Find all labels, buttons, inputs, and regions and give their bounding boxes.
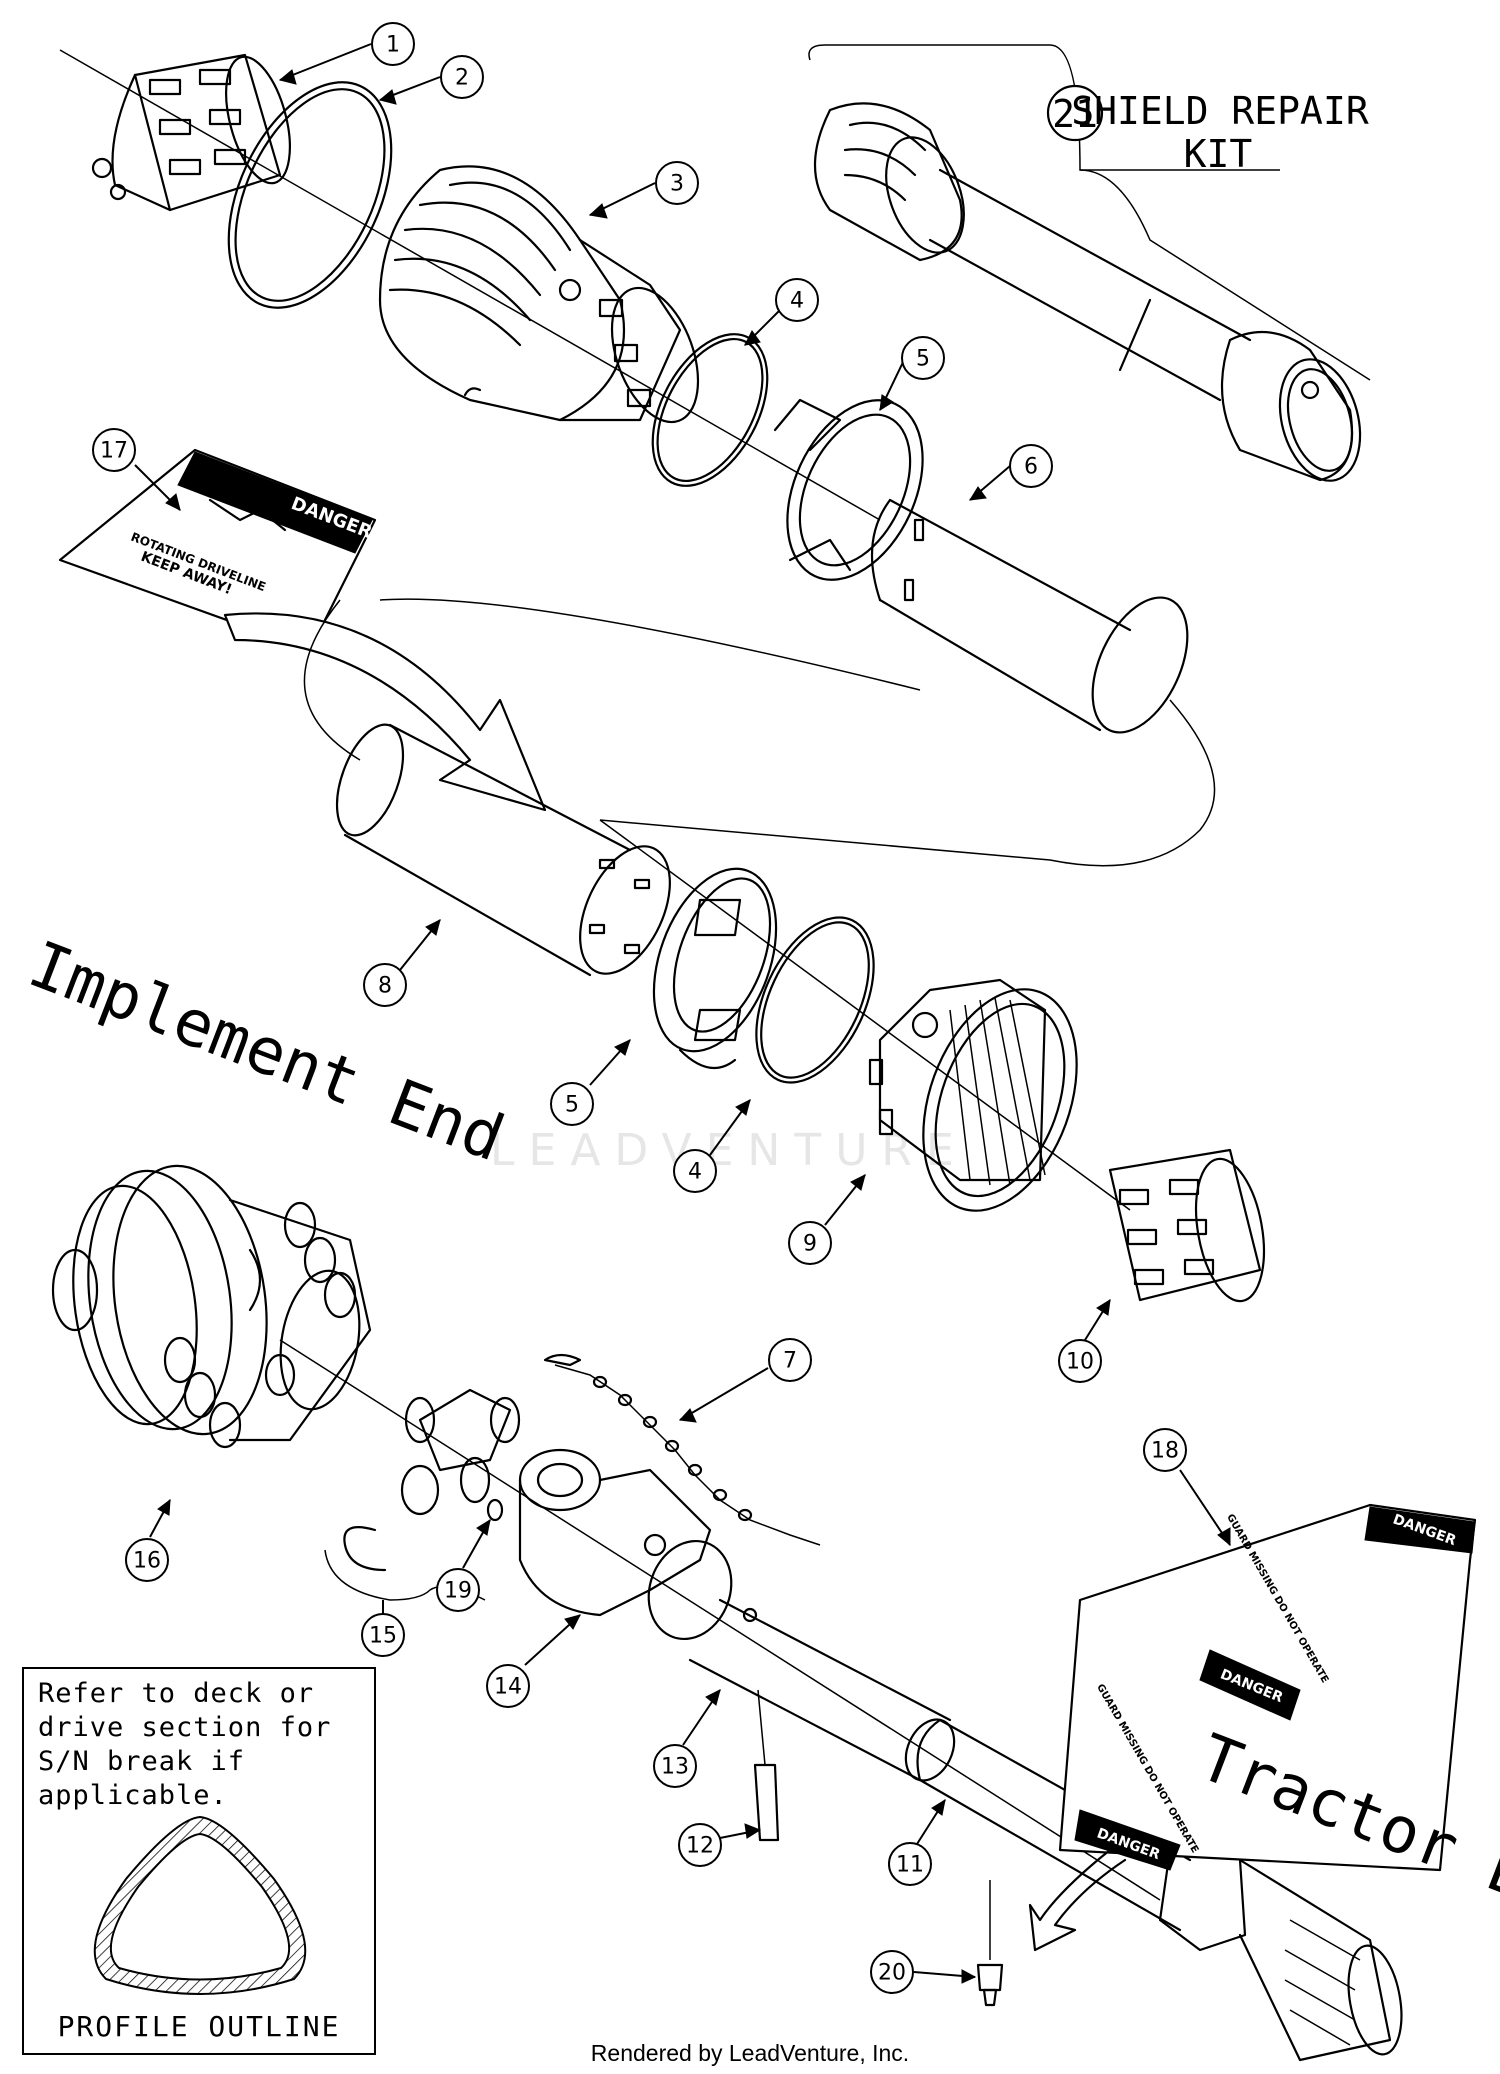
profile-outline-drawing xyxy=(93,1815,307,1995)
shield-kit-line2: KIT xyxy=(1184,132,1253,176)
watermark: LEADVENTURE xyxy=(490,1125,968,1176)
callout-18: 18 xyxy=(1143,1428,1187,1472)
shield-kit-number: 21 xyxy=(1052,92,1098,136)
svg-text:19: 19 xyxy=(444,1579,472,1604)
part-5-bearing-top xyxy=(773,398,924,581)
svg-text:4: 4 xyxy=(688,1160,702,1185)
svg-text:13: 13 xyxy=(661,1755,689,1780)
part-4-ring-top xyxy=(651,333,769,487)
svg-text:2: 2 xyxy=(455,66,469,91)
callout-2: 2 xyxy=(440,55,484,99)
svg-text:5: 5 xyxy=(565,1093,579,1118)
svg-text:12: 12 xyxy=(686,1834,714,1859)
callout-16: 16 xyxy=(125,1538,169,1582)
part-5-bearing-middle xyxy=(652,867,778,1070)
note-text: Refer to deck or drive section for S/N b… xyxy=(38,1678,332,1811)
callout-13: 13 xyxy=(653,1744,697,1788)
callouts: 1 2 3 4 5 6 17 8 5 4 xyxy=(92,22,1231,1994)
svg-text:18: 18 xyxy=(1151,1439,1179,1464)
svg-text:9: 9 xyxy=(803,1232,817,1257)
svg-text:3: 3 xyxy=(670,172,684,197)
part-7-safety-chain xyxy=(543,1353,821,1546)
callout-3: 3 xyxy=(655,161,699,205)
svg-text:6: 6 xyxy=(1024,455,1038,480)
part-3-shield-cone xyxy=(378,165,700,424)
part-21-shield-repair-kit xyxy=(808,44,1371,482)
callout-19: 19 xyxy=(436,1568,480,1612)
callout-11: 11 xyxy=(888,1842,932,1886)
callout-5-middle: 5 xyxy=(550,1082,594,1126)
part-2-ring xyxy=(227,81,393,309)
part-14-inner-yoke xyxy=(518,1448,733,1641)
part-1-bearing-cage xyxy=(91,53,291,212)
part-20-grease-fitting xyxy=(976,1963,1004,2007)
axis-lines xyxy=(59,49,1161,1901)
callout-20: 20 xyxy=(870,1950,914,1994)
part-17-danger-decal: DANGER ROTATING DRIVELINE KEEP AWAY! xyxy=(58,448,377,652)
part-9-shield-cone xyxy=(868,978,1078,1212)
svg-text:7: 7 xyxy=(783,1349,797,1374)
svg-text:4: 4 xyxy=(790,289,804,314)
svg-text:1: 1 xyxy=(386,33,400,58)
svg-text:11: 11 xyxy=(896,1853,924,1878)
callout-6: 6 xyxy=(1009,444,1053,488)
part-16-slip-clutch-yoke xyxy=(51,1164,372,1449)
callout-14: 14 xyxy=(486,1664,530,1708)
profile-note-box: Refer to deck or drive section for S/N b… xyxy=(22,1667,376,2055)
callout-4-top: 4 xyxy=(775,278,819,322)
implement-end-label: Implement End xyxy=(19,928,513,1177)
shield-kit-label: 21 SHIELD REPAIR KIT xyxy=(1046,84,1369,176)
callout-7: 7 xyxy=(768,1338,812,1382)
svg-text:17: 17 xyxy=(100,439,128,464)
callout-9: 9 xyxy=(788,1221,832,1265)
callout-8: 8 xyxy=(363,963,407,1007)
callout-10: 10 xyxy=(1058,1339,1102,1383)
callout-15: 15 xyxy=(361,1613,405,1657)
callout-1: 1 xyxy=(371,22,415,66)
svg-text:5: 5 xyxy=(916,347,930,372)
part-4-ring-middle xyxy=(755,916,875,1084)
shield-kit-line1: SHIELD REPAIR xyxy=(1071,89,1369,133)
svg-text:8: 8 xyxy=(378,974,392,999)
footer-credit: Rendered by LeadVenture, Inc. xyxy=(590,2040,910,2066)
callout-12: 12 xyxy=(678,1823,722,1867)
svg-text:15: 15 xyxy=(369,1624,397,1649)
svg-text:10: 10 xyxy=(1066,1350,1094,1375)
assembly-arrow xyxy=(223,612,547,812)
part-19-cross-bearing xyxy=(400,1388,521,1522)
callout-5-top: 5 xyxy=(901,336,945,380)
part-8-inner-tube xyxy=(335,723,671,977)
part-18-danger-decal: DANGER DANGER DANGER GUARD MISSING DO NO… xyxy=(1028,1503,1477,1952)
svg-text:14: 14 xyxy=(494,1675,522,1700)
loop-outline xyxy=(303,598,1216,867)
part-10-bearing-cage xyxy=(1108,1148,1266,1303)
part-12-roll-pin xyxy=(753,1689,780,1842)
profile-outline-caption: PROFILE OUTLINE xyxy=(57,2010,341,2043)
svg-text:20: 20 xyxy=(878,1961,906,1986)
part-13-inner-profile-tube xyxy=(688,1598,956,1782)
callout-4-middle: 4 xyxy=(673,1149,717,1193)
part-6-outer-tube xyxy=(870,498,1189,734)
callout-17: 17 xyxy=(92,428,136,472)
svg-text:16: 16 xyxy=(133,1549,161,1574)
